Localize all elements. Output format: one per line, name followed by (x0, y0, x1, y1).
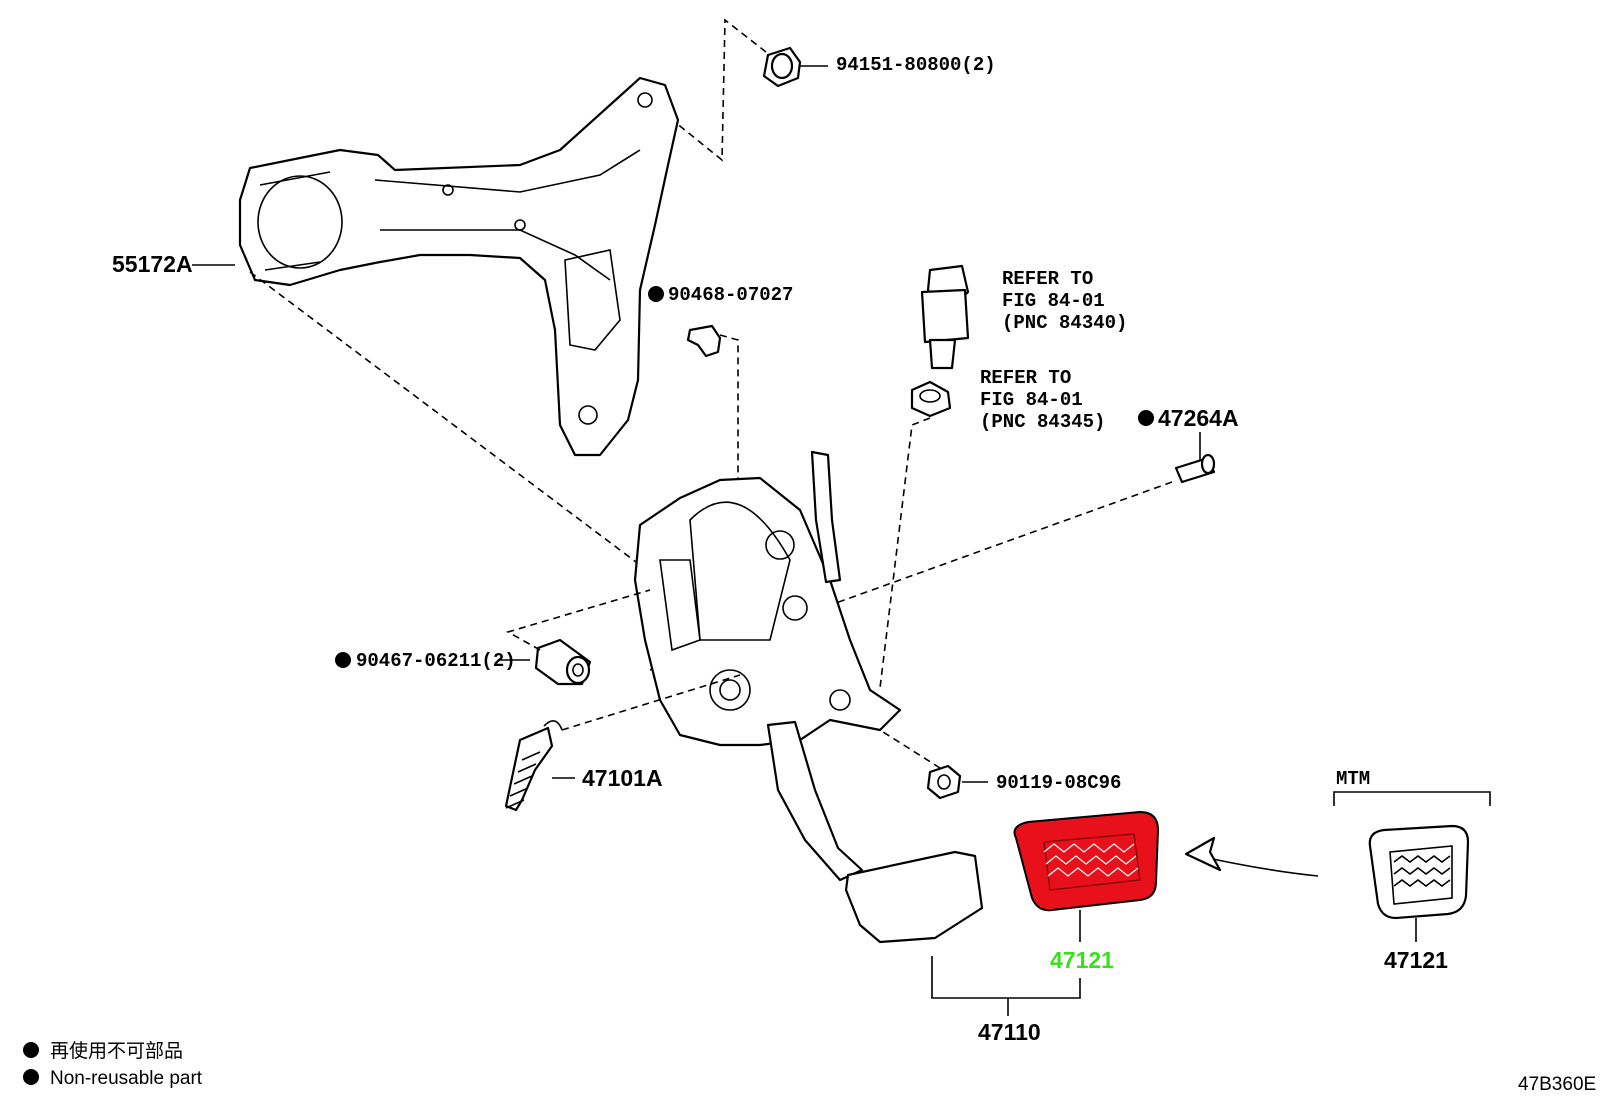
brake-pedal-assembly-47110-part[interactable] (633, 450, 984, 944)
refer-label-84340-line3: (PNC 84340) (1002, 312, 1127, 334)
refer-label-84345-line2: FIG 84-01 (980, 389, 1083, 411)
part-label-90119: 90119-08C96 (996, 772, 1121, 794)
legend-english: Non-reusable part (50, 1068, 203, 1089)
non-reusable-bullet-icon (1138, 410, 1154, 426)
part-label-47121-mtm: 47121 (1384, 947, 1448, 973)
return-spring-47101A-part[interactable] (504, 720, 563, 812)
clip-90468-part[interactable] (686, 324, 722, 358)
pedal-pad-47121-highlighted-part[interactable] (1013, 810, 1160, 912)
legend-bullet-icon (23, 1069, 39, 1085)
figure-code: 47B360E (1518, 1074, 1596, 1095)
part-label-94151: 94151-80800(2) (836, 54, 996, 76)
part-label-55172A: 55172A (112, 251, 193, 277)
bracket-55172A-part[interactable] (238, 76, 680, 457)
legend-japanese: 再使用不可部品 (50, 1040, 183, 1062)
pedal-pad-47121-mtm-part[interactable] (1368, 824, 1470, 920)
part-label-90468: 90468-07027 (668, 284, 793, 306)
non-reusable-bullet-icon (648, 286, 664, 302)
legend-bullet-icon (23, 1042, 39, 1058)
part-label-47264A: 47264A (1158, 405, 1239, 431)
stop-light-switch-part[interactable] (920, 264, 970, 370)
part-label-90467: 90467-06211(2) (356, 650, 516, 672)
variant-label-mtm: MTM (1336, 768, 1370, 790)
bolt-90119-part[interactable] (926, 764, 962, 800)
refer-label-84345-line3: (PNC 84345) (980, 411, 1105, 433)
non-reusable-bullet-icon (335, 652, 351, 668)
switch-cushion-part[interactable] (910, 380, 952, 418)
refer-label-84340-line2: FIG 84-01 (1002, 290, 1105, 312)
refer-label-84340-line1: REFER TO (1002, 268, 1093, 290)
part-label-47110: 47110 (978, 1019, 1041, 1045)
bushing-90467-part[interactable] (534, 638, 592, 686)
refer-label-84345-line1: REFER TO (980, 367, 1071, 389)
pin-47264A-part[interactable] (1174, 453, 1216, 484)
bolt-94151-part[interactable] (762, 46, 802, 88)
part-label-47101A: 47101A (582, 765, 663, 791)
part-label-47121-highlighted: 47121 (1050, 947, 1114, 973)
